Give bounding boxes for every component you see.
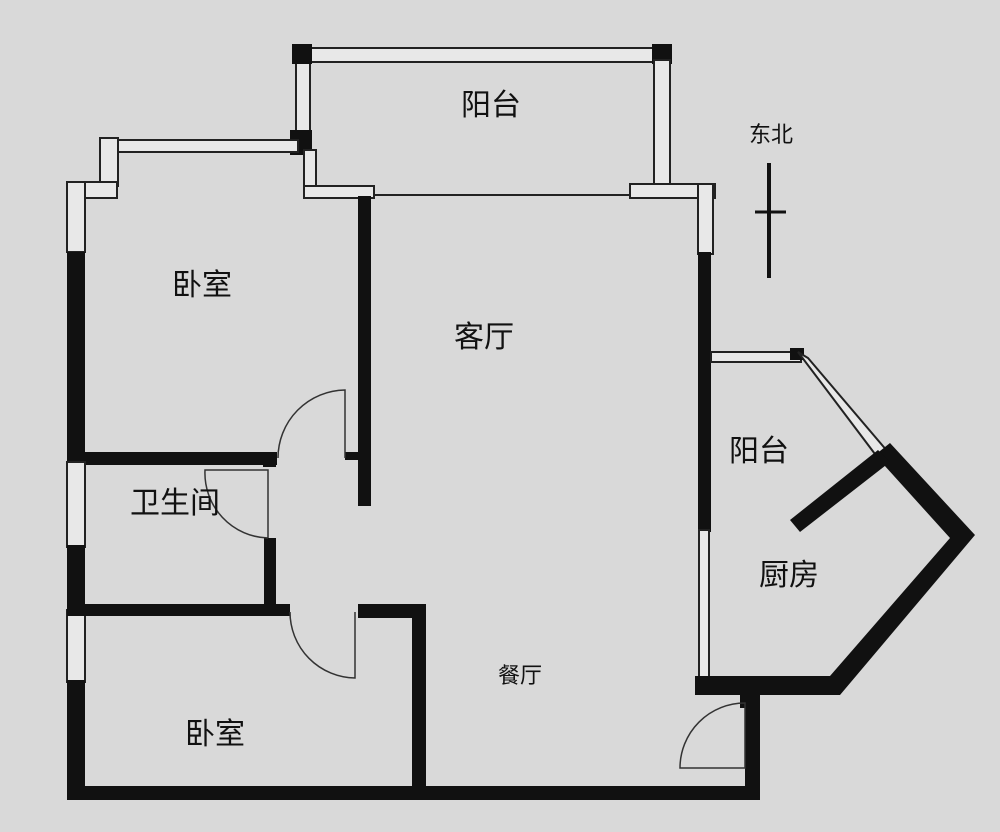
right-walls: [695, 183, 975, 800]
door-bedroom-top[interactable]: [277, 389, 346, 459]
door-entrance[interactable]: [679, 702, 746, 769]
compass-label: 东北: [749, 123, 793, 148]
room-label-bedroom-bottom: 卧室: [185, 717, 245, 752]
doors: [204, 389, 746, 769]
room-label-balcony-right: 阳台: [729, 434, 789, 469]
bathroom-walls: [67, 455, 760, 800]
compass: 东北: [749, 123, 793, 278]
left-wall: [66, 461, 86, 800]
room-label-bathroom: 卫生间: [130, 486, 220, 521]
door-bedroom-bottom[interactable]: [289, 611, 356, 679]
room-label-kitchen: 厨房: [759, 558, 819, 593]
room-label-bedroom-top: 卧室: [172, 268, 232, 303]
door-bathroom[interactable]: [204, 469, 269, 539]
balcony-top-walls: [290, 44, 716, 199]
room-label-balcony-top: 阳台: [461, 88, 521, 123]
room-label-dining-room: 餐厅: [498, 664, 542, 689]
room-label-living-room: 客厅: [454, 320, 514, 355]
bedroom-top-walls: [66, 137, 371, 506]
